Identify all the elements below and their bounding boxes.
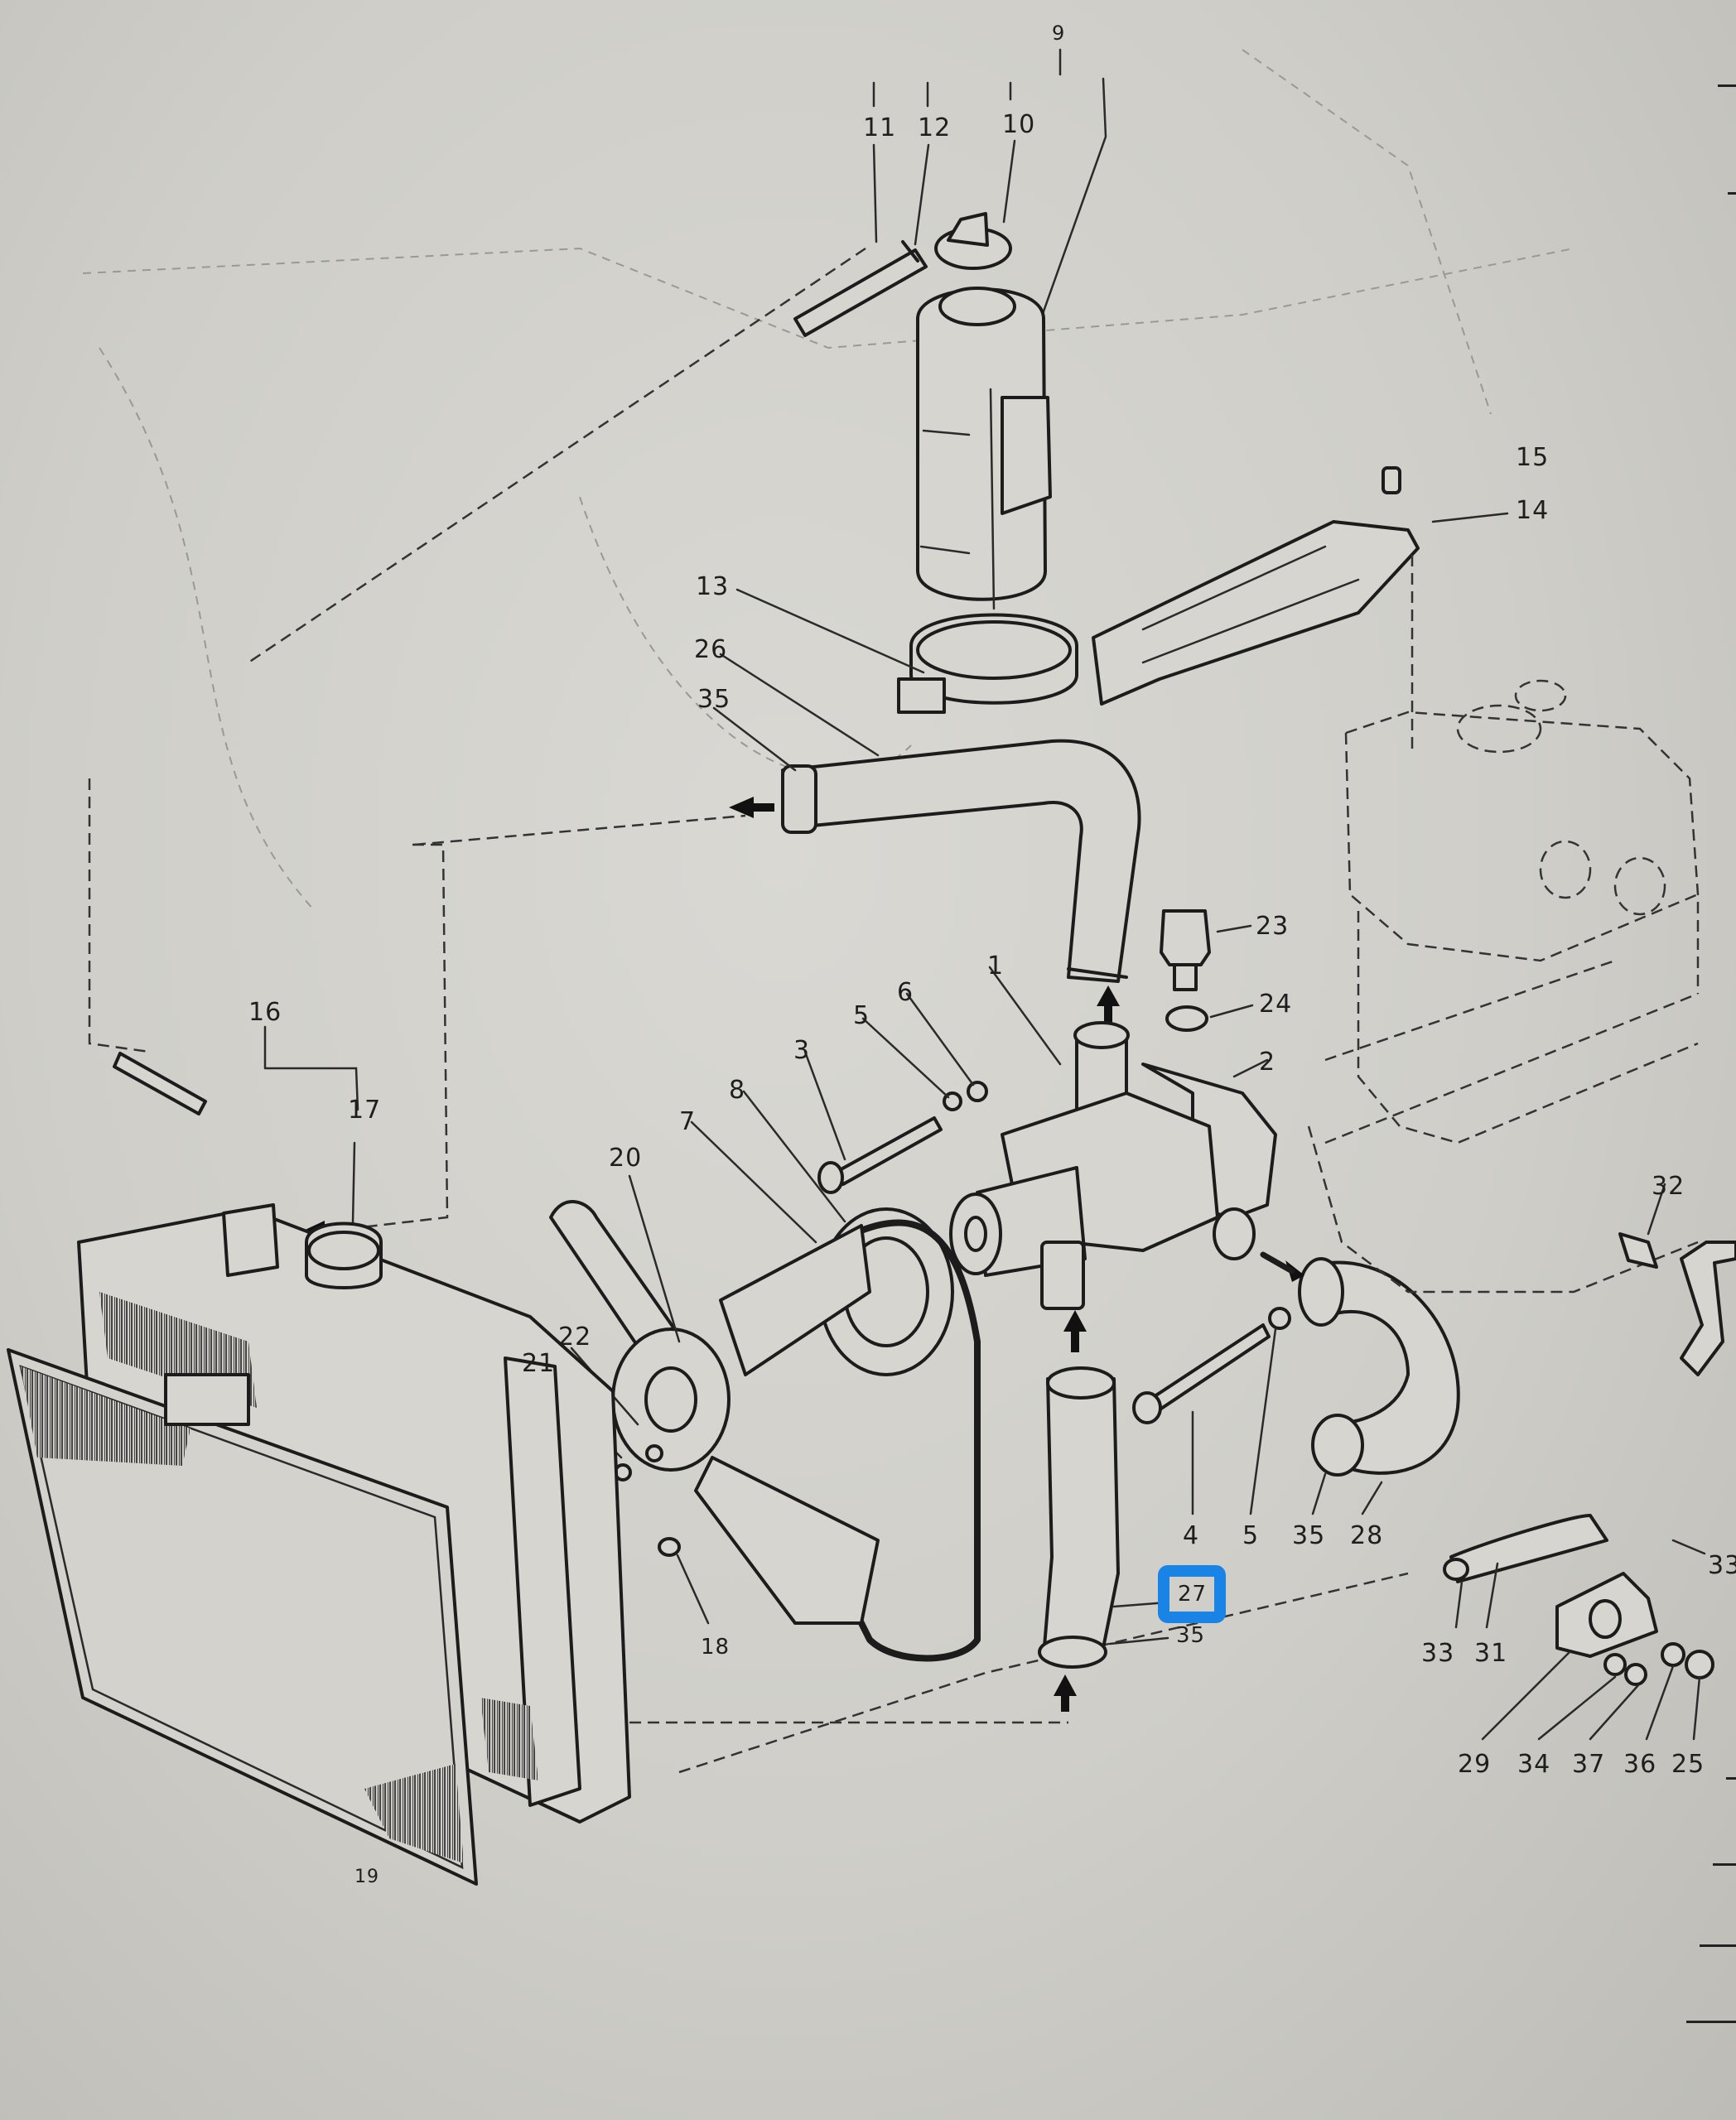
callout-1: 1 (987, 952, 1005, 980)
callout-10: 10 (1002, 110, 1036, 139)
callout-9: 9 (1052, 22, 1066, 45)
water-pump-1 (949, 966, 1256, 1310)
callout-29: 29 (1458, 1750, 1492, 1779)
callout-34: 34 (1517, 1750, 1551, 1779)
page-edge-mark (1718, 84, 1736, 87)
callout-35-lower: 35 (1176, 1623, 1206, 1648)
overflow-hose-11 (793, 240, 928, 337)
callout-35-upper: 35 (697, 685, 731, 714)
bypass-hose-28 (1260, 1251, 1460, 1515)
tank-cap-10 (934, 212, 1012, 270)
callout-3: 3 (793, 1036, 811, 1065)
callout-17: 17 (348, 1096, 382, 1125)
callout-37: 37 (1572, 1750, 1606, 1779)
callout-27-highlight-box (1158, 1565, 1226, 1623)
callout-11: 11 (863, 113, 897, 142)
callout-16: 16 (248, 998, 282, 1027)
callout-5-lower: 5 (1242, 1521, 1260, 1550)
callout-5-upper: 5 (853, 1001, 870, 1030)
callout-32: 32 (1652, 1172, 1685, 1201)
callout-23: 23 (1256, 912, 1290, 941)
water-pipe-assembly (1443, 1183, 1736, 1741)
leader-lines-top (248, 48, 1107, 664)
radiator-hoses-16 (88, 778, 746, 1265)
callout-14: 14 (1516, 496, 1550, 525)
screw-18 (629, 1537, 1409, 1774)
page-edge-mark (1726, 1777, 1736, 1780)
callout-4: 4 (1183, 1521, 1200, 1550)
callout-33-right: 33 (1708, 1551, 1736, 1580)
callout-20: 20 (609, 1144, 643, 1173)
page-edge-mark (1700, 1944, 1736, 1947)
callout-27: 27 (1178, 1582, 1208, 1607)
lower-hose-27 (1038, 1310, 1169, 1712)
callout-35-mid: 35 (1292, 1521, 1326, 1550)
callout-21: 21 (522, 1349, 556, 1378)
callout-12: 12 (918, 113, 952, 142)
callout-33-left: 33 (1421, 1639, 1455, 1668)
callout-31: 31 (1474, 1639, 1508, 1668)
callout-7: 7 (679, 1107, 697, 1136)
bracket-14 (1092, 466, 1509, 754)
reserve-tank-9 (916, 287, 1052, 610)
callout-15: 15 (1516, 443, 1550, 472)
callout-26: 26 (694, 635, 728, 664)
callout-25: 25 (1671, 1750, 1705, 1779)
page-edge-mark (1713, 1863, 1736, 1866)
callout-28: 28 (1350, 1521, 1384, 1550)
callout-19: 19 (354, 1867, 379, 1887)
page-edge-mark (1728, 192, 1736, 195)
bolt-3 (803, 992, 988, 1194)
callout-2: 2 (1259, 1048, 1276, 1077)
page-edge-mark (1686, 2021, 1736, 2023)
callout-24: 24 (1259, 990, 1293, 1019)
callout-36: 36 (1623, 1750, 1657, 1779)
bolt-4 (1132, 1307, 1291, 1515)
tank-band-13 (735, 588, 1078, 714)
callout-22: 22 (558, 1323, 592, 1352)
callout-18: 18 (701, 1635, 731, 1660)
callout-13: 13 (696, 572, 730, 601)
engine-block (1307, 679, 1700, 1294)
radiator-screen-19 (7, 1348, 478, 1886)
callout-8: 8 (729, 1076, 746, 1105)
fan-20 (538, 1174, 880, 1625)
upper-hose-26 (712, 653, 1141, 1022)
callout-6: 6 (897, 978, 914, 1007)
thermo-switch-23 (1160, 909, 1254, 1032)
